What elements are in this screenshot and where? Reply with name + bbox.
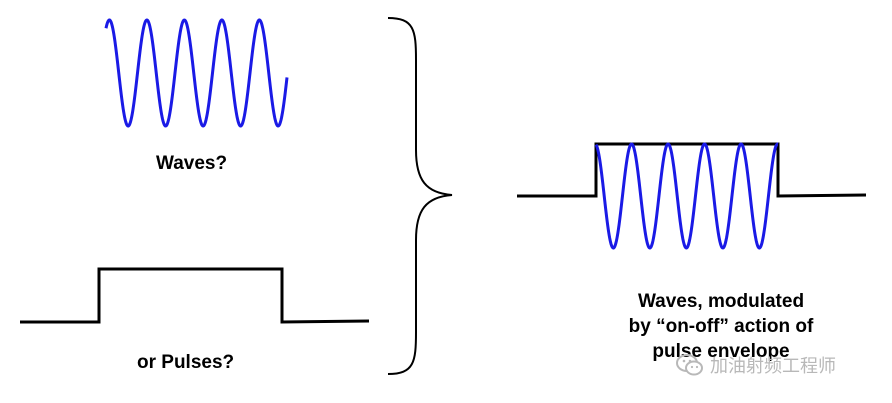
watermark-text: 加油射频工程师 [710,356,836,377]
wechat-icon [676,353,704,377]
curly-brace [387,17,453,375]
waves-label: Waves? [156,153,228,174]
modulated-label-line: Waves, modulated [637,291,805,312]
modulated-wave [594,142,779,250]
modulated-label-line: by “on-off” action of [628,316,814,337]
modulated-waves-label: Waves, modulated by “on-off” action of p… [600,289,842,364]
rectangular-pulse [20,267,370,324]
pulses-label: or Pulses? [137,352,235,373]
modulated-label-line: pulse envelope [652,341,790,362]
pulse-envelope [517,142,867,198]
continuous-wave [104,18,289,128]
watermark: 加油射频工程师 [676,352,836,378]
